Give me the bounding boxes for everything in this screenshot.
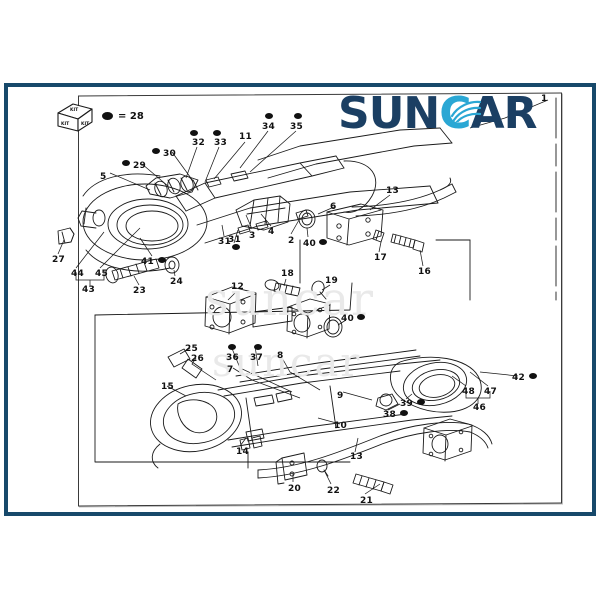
callout-number-40: 40: [303, 239, 317, 249]
wifi-wave-icon: [450, 100, 482, 122]
kit-marker-dot-icon: [294, 113, 302, 119]
kit-marker-dot-icon: [232, 244, 240, 250]
kit-box-icon: KIT KIT KIT: [57, 103, 93, 132]
callout-number-48: 48: [462, 387, 476, 397]
callout-number-41: 41: [141, 257, 155, 267]
callout-number-9: 9: [337, 391, 344, 401]
legend-dot-icon: [102, 112, 113, 120]
callout-number-44: 44: [71, 269, 85, 279]
callout-number-42: 42: [512, 373, 526, 383]
callout-number-22: 22: [327, 486, 341, 496]
kit-marker-dot-icon: [319, 239, 327, 245]
kit-marker-dot-icon: [529, 373, 537, 379]
callout-number-3: 3: [249, 231, 256, 241]
callout-number-26: 26: [191, 354, 205, 364]
callout-number-8: 8: [277, 351, 284, 361]
callout-number-13: 13: [350, 452, 364, 462]
callout-number-31: 31: [228, 235, 242, 245]
callout-number-38: 38: [383, 410, 397, 420]
callout-number-45: 45: [95, 269, 109, 279]
callout-number-32: 32: [192, 138, 206, 148]
callout-number-47: 47: [484, 387, 498, 397]
callout-number-37: 37: [250, 353, 264, 363]
outer-border-frame: [4, 83, 596, 516]
callout-number-36: 36: [226, 353, 240, 363]
callout-number-35: 35: [290, 122, 304, 132]
callout-number-4: 4: [268, 227, 275, 237]
watermark-text: suncar: [212, 340, 362, 386]
logo-text-sun: SUN: [338, 88, 440, 139]
callout-number-15: 15: [161, 382, 175, 392]
kit-marker-dot-icon: [122, 160, 130, 166]
callout-number-33: 33: [214, 138, 228, 148]
callout-number-29: 29: [133, 161, 147, 171]
callout-number-1: 1: [541, 94, 548, 104]
callout-number-39: 39: [400, 399, 414, 409]
kit-marker-dot-icon: [254, 344, 262, 350]
callout-number-20: 20: [288, 484, 302, 494]
callout-number-31: 31: [218, 237, 232, 247]
callout-number-18: 18: [281, 269, 295, 279]
kit-marker-dot-icon: [417, 399, 425, 405]
callout-number-13: 13: [386, 186, 400, 196]
kit-marker-dot-icon: [265, 113, 273, 119]
svg-text:KIT: KIT: [70, 107, 79, 113]
kit-marker-dot-icon: [152, 148, 160, 154]
kit-marker-dot-icon: [190, 130, 198, 136]
callout-number-43: 43: [82, 285, 96, 295]
callout-number-14: 14: [236, 447, 250, 457]
suncar-logo: SUNCAR: [338, 92, 537, 136]
kit-marker-dot-icon: [228, 344, 236, 350]
svg-text:KIT: KIT: [61, 121, 70, 127]
callout-number-5: 5: [100, 172, 107, 182]
callout-number-30: 30: [163, 149, 177, 159]
logo-text-c: C: [439, 88, 471, 139]
callout-number-12: 12: [231, 282, 245, 292]
callout-number-23: 23: [133, 286, 147, 296]
legend-block: KIT KIT KIT = 28: [52, 100, 172, 136]
callout-number-34: 34: [262, 122, 276, 132]
callout-number-16: 16: [418, 267, 432, 277]
callout-number-11: 11: [239, 132, 253, 142]
callout-number-40: 40: [341, 314, 355, 324]
callout-number-46: 46: [473, 403, 487, 413]
kit-marker-dot-icon: [357, 314, 365, 320]
logo-text-ar: AR: [470, 88, 538, 139]
callout-number-2: 2: [288, 236, 295, 246]
callout-number-24: 24: [170, 277, 184, 287]
callout-number-27: 27: [52, 255, 66, 265]
callout-number-25: 25: [185, 344, 199, 354]
kit-marker-dot-icon: [213, 130, 221, 136]
callout-number-19: 19: [325, 276, 339, 286]
watermark-text: suncar: [205, 272, 376, 326]
callout-number-17: 17: [374, 253, 388, 263]
svg-text:KIT: KIT: [81, 121, 90, 127]
kit-marker-dot-icon: [158, 257, 166, 263]
legend-equals-label: = 28: [118, 111, 144, 122]
callout-number-6: 6: [330, 202, 337, 212]
callout-number-21: 21: [360, 496, 374, 506]
callout-number-7: 7: [227, 365, 234, 375]
kit-marker-dot-icon: [400, 410, 408, 416]
callout-number-10: 10: [334, 421, 348, 431]
